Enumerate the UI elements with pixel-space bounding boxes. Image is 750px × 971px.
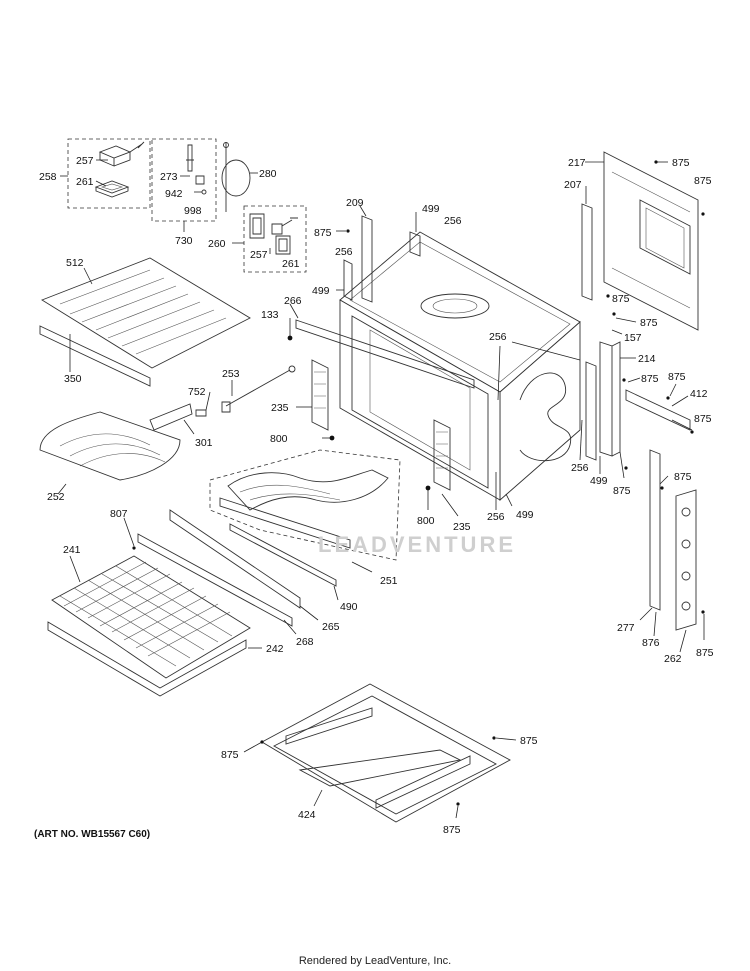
callout-875: 875 — [612, 293, 630, 305]
callout-800: 800 — [270, 433, 288, 445]
callout-256: 256 — [444, 215, 462, 227]
callout-875: 875 — [641, 373, 659, 385]
callout-217: 217 — [568, 157, 586, 169]
callout-875: 875 — [668, 371, 686, 383]
art-number: (ART NO. WB15567 C60) — [34, 829, 151, 840]
callout-258: 258 — [39, 171, 57, 183]
callout-499: 499 — [590, 475, 608, 487]
callout-256: 256 — [571, 462, 589, 474]
callout-257: 257 — [76, 155, 94, 167]
callout-800: 800 — [417, 515, 435, 527]
callout-499: 499 — [422, 203, 440, 215]
callout-490: 490 — [340, 601, 358, 613]
probe-280 — [221, 142, 251, 212]
callout-875: 875 — [443, 824, 461, 836]
callout-214: 214 — [638, 353, 656, 365]
callout-260: 260 — [208, 238, 226, 250]
screws — [132, 160, 705, 806]
callout-261: 261 — [282, 258, 300, 270]
callout-273: 273 — [160, 171, 178, 183]
callout-252: 252 — [47, 491, 65, 503]
callout-209: 209 — [346, 197, 364, 209]
callout-261: 261 — [76, 176, 94, 188]
callout-730: 730 — [175, 235, 193, 247]
broil-cover-512 — [39, 257, 251, 387]
broil-element-252 — [39, 403, 193, 481]
side-strip-207 — [581, 203, 593, 301]
callout-350: 350 — [64, 373, 82, 385]
sensor-253 — [221, 365, 296, 413]
callout-875: 875 — [520, 735, 538, 747]
callout-998: 998 — [184, 205, 202, 217]
callout-207: 207 — [564, 179, 582, 191]
callout-301: 301 — [195, 437, 213, 449]
callout-280: 280 — [259, 168, 277, 180]
callout-256: 256 — [489, 331, 507, 343]
callout-133: 133 — [261, 309, 279, 321]
callout-875: 875 — [694, 413, 712, 425]
rail-268 — [137, 533, 293, 627]
rack-241 — [47, 555, 251, 697]
callout-266: 266 — [284, 295, 302, 307]
trim-266 — [295, 319, 475, 389]
callout-875: 875 — [674, 471, 692, 483]
vent-strip-262 — [675, 489, 697, 631]
callout-875: 875 — [613, 485, 631, 497]
bake-element-251 — [209, 449, 401, 561]
callout-942: 942 — [165, 188, 183, 200]
callout-875: 875 — [221, 749, 239, 761]
callout-256: 256 — [487, 511, 505, 523]
callout-875: 875 — [694, 175, 712, 187]
callout-235: 235 — [453, 521, 471, 533]
callout-268: 268 — [296, 636, 314, 648]
back-panel-217 — [603, 151, 699, 331]
callout-277: 277 — [617, 622, 635, 634]
callout-499: 499 — [516, 509, 534, 521]
callout-241: 241 — [63, 544, 81, 556]
callout-875: 875 — [672, 157, 690, 169]
credit-line: Rendered by LeadVenture, Inc. — [298, 955, 452, 967]
callout-875: 875 — [640, 317, 658, 329]
callout-876: 876 — [642, 637, 660, 649]
callout-412: 412 — [690, 388, 708, 400]
callout-235: 235 — [271, 402, 289, 414]
watermark-text: LEADVENTURE — [318, 532, 517, 557]
rail-277 — [649, 449, 661, 611]
callout-251: 251 — [380, 575, 398, 587]
callout-499: 499 — [312, 285, 330, 297]
rail-490 — [229, 523, 337, 587]
leader-lines — [57, 159, 705, 819]
rail-265 — [169, 509, 301, 609]
side-channel-214 — [585, 341, 621, 461]
callout-807: 807 — [110, 508, 128, 520]
callout-262: 262 — [664, 653, 682, 665]
callout-265: 265 — [322, 621, 340, 633]
bracket-412 — [625, 389, 691, 431]
screw-752 — [195, 409, 207, 417]
callout-512: 512 — [66, 257, 84, 269]
callout-157: 157 — [624, 332, 642, 344]
callout-256: 256 — [335, 246, 353, 258]
kit-box-258 — [67, 138, 151, 209]
rack-guides-235 — [311, 359, 451, 491]
callout-875: 875 — [696, 647, 714, 659]
kit-box-260 — [243, 205, 307, 273]
callout-752: 752 — [188, 386, 206, 398]
callout-424: 424 — [298, 809, 316, 821]
oven-cavity — [339, 215, 581, 501]
callout-257: 257 — [250, 249, 268, 261]
base-tray-424 — [261, 683, 511, 823]
callout-253: 253 — [222, 368, 240, 380]
callout-875: 875 — [314, 227, 332, 239]
callout-labels: 258 257 261 273 942 998 730 280 260 257 … — [39, 155, 714, 836]
callout-242: 242 — [266, 643, 284, 655]
